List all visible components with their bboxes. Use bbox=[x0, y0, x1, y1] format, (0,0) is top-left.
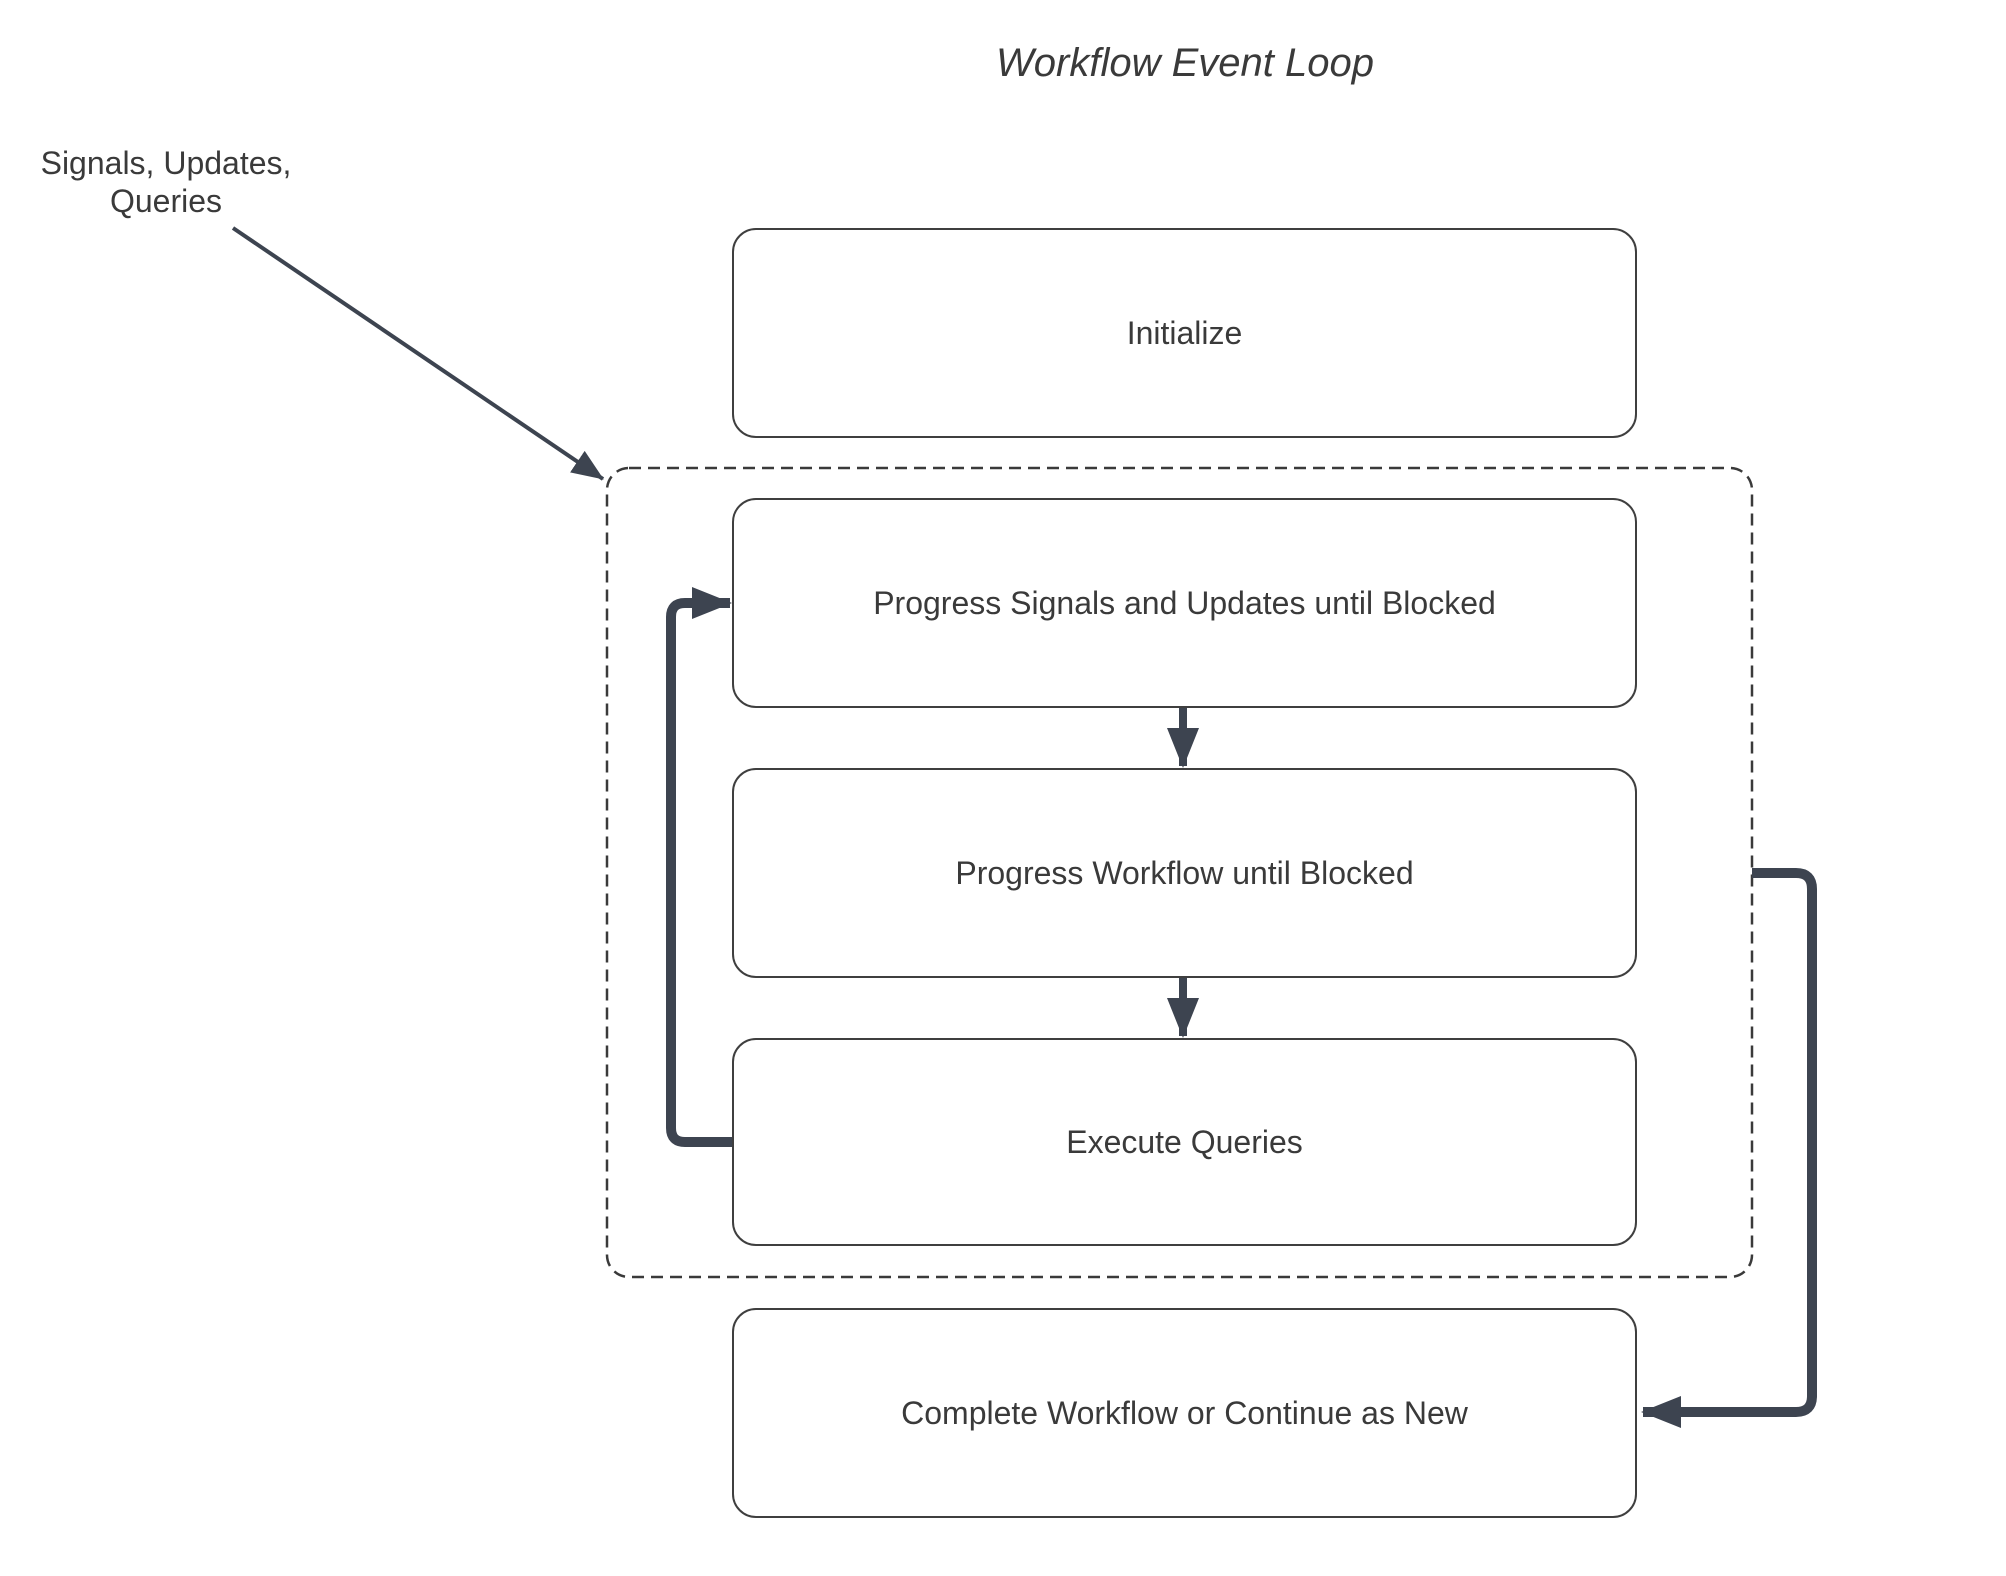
signals-updates-queries-arrow bbox=[231, 226, 605, 481]
loop-to-complete-arrow bbox=[1641, 868, 1817, 1428]
annotation-line-1: Signals, Updates, bbox=[40, 145, 292, 181]
node-progress-workflow-label: Progress Workflow until Blocked bbox=[955, 854, 1414, 891]
signals-updates-queries-label: Signals, Updates, Queries bbox=[16, 144, 316, 220]
node-execute-queries: Execute Queries bbox=[732, 1038, 1637, 1246]
node-initialize-label: Initialize bbox=[1126, 314, 1243, 351]
node-initialize: Initialize bbox=[732, 228, 1637, 438]
node-complete-workflow-label: Complete Workflow or Continue as New bbox=[901, 1394, 1468, 1431]
node-progress-signals-label: Progress Signals and Updates until Block… bbox=[873, 584, 1496, 621]
node-execute-queries-label: Execute Queries bbox=[1066, 1123, 1303, 1160]
annotation-line-2: Queries bbox=[109, 183, 223, 219]
diagram-title: Workflow Event Loop bbox=[996, 41, 1374, 85]
node-progress-signals-updates: Progress Signals and Updates until Block… bbox=[732, 498, 1637, 708]
queries-loopback-arrow bbox=[666, 587, 732, 1147]
node-complete-workflow: Complete Workflow or Continue as New bbox=[732, 1308, 1637, 1518]
node-progress-workflow: Progress Workflow until Blocked bbox=[732, 768, 1637, 978]
